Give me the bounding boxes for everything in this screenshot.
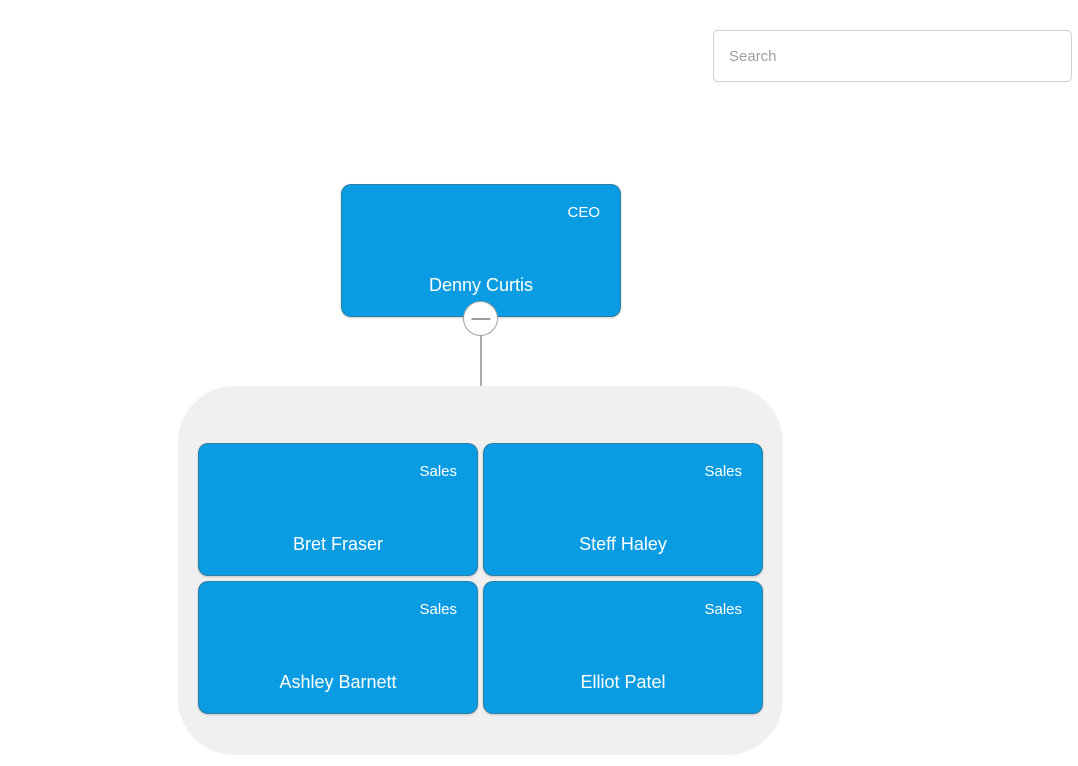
node-title: Sales	[704, 463, 742, 480]
minus-icon	[471, 317, 490, 320]
org-node-sales-2[interactable]: Sales Steff Haley	[483, 443, 763, 576]
search-input[interactable]	[713, 30, 1072, 82]
node-name: Denny Curtis	[428, 275, 534, 295]
node-name: Elliot Patel	[580, 672, 666, 692]
node-title: Sales	[704, 601, 742, 618]
connector-line	[480, 330, 482, 387]
children-group: Sales Bret Fraser Sales Steff Haley Sale…	[178, 386, 783, 755]
node-title: CEO	[567, 204, 600, 221]
org-node-ceo[interactable]: CEO Denny Curtis	[341, 184, 621, 317]
node-title: Sales	[419, 601, 457, 618]
org-node-sales-3[interactable]: Sales Ashley Barnett	[198, 581, 478, 714]
node-name: Steff Haley	[579, 534, 667, 554]
node-name: Ashley Barnett	[279, 672, 397, 692]
org-node-sales-4[interactable]: Sales Elliot Patel	[483, 581, 763, 714]
org-node-sales-1[interactable]: Sales Bret Fraser	[198, 443, 478, 576]
collapse-toggle-button[interactable]	[463, 301, 498, 336]
node-title: Sales	[419, 463, 457, 480]
node-name: Bret Fraser	[292, 534, 384, 554]
